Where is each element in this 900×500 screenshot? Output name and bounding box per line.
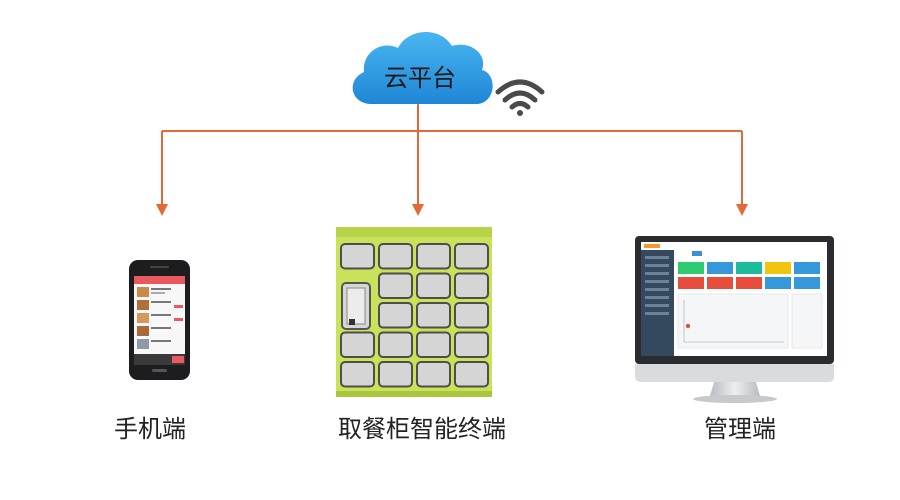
mobile-client-label: 手机端	[114, 415, 186, 443]
locker-door	[454, 243, 489, 270]
smart-terminal-label: 取餐柜智能终端	[338, 415, 506, 443]
locker-door	[416, 302, 451, 329]
food-locker-icon	[336, 227, 492, 397]
locker-doors	[340, 243, 489, 388]
locker-door	[454, 361, 489, 388]
locker-door	[454, 331, 489, 358]
locker-door	[416, 361, 451, 388]
wifi-icon	[495, 79, 545, 116]
locker-door	[340, 361, 375, 388]
smartphone-icon	[129, 260, 190, 380]
arrow-head-terminal	[412, 204, 424, 216]
locker-door	[416, 331, 451, 358]
locker-door	[340, 243, 375, 270]
locker-door	[378, 331, 413, 358]
arrow-head-admin	[736, 204, 748, 216]
cloud-platform-label: 云平台	[384, 64, 456, 92]
locker-door	[416, 272, 451, 299]
admin-client-label: 管理端	[704, 415, 776, 443]
connector-lines	[156, 104, 748, 216]
locker-door	[340, 331, 375, 358]
locker-door	[378, 361, 413, 388]
locker-door	[378, 302, 413, 329]
locker-door	[454, 272, 489, 299]
cloud-icon	[352, 31, 493, 104]
locker-door	[378, 272, 413, 299]
locker-door	[416, 243, 451, 270]
locker-door	[378, 243, 413, 270]
locker-door	[454, 302, 489, 329]
desktop-monitor-icon	[635, 236, 834, 403]
arrow-head-mobile	[156, 204, 168, 216]
